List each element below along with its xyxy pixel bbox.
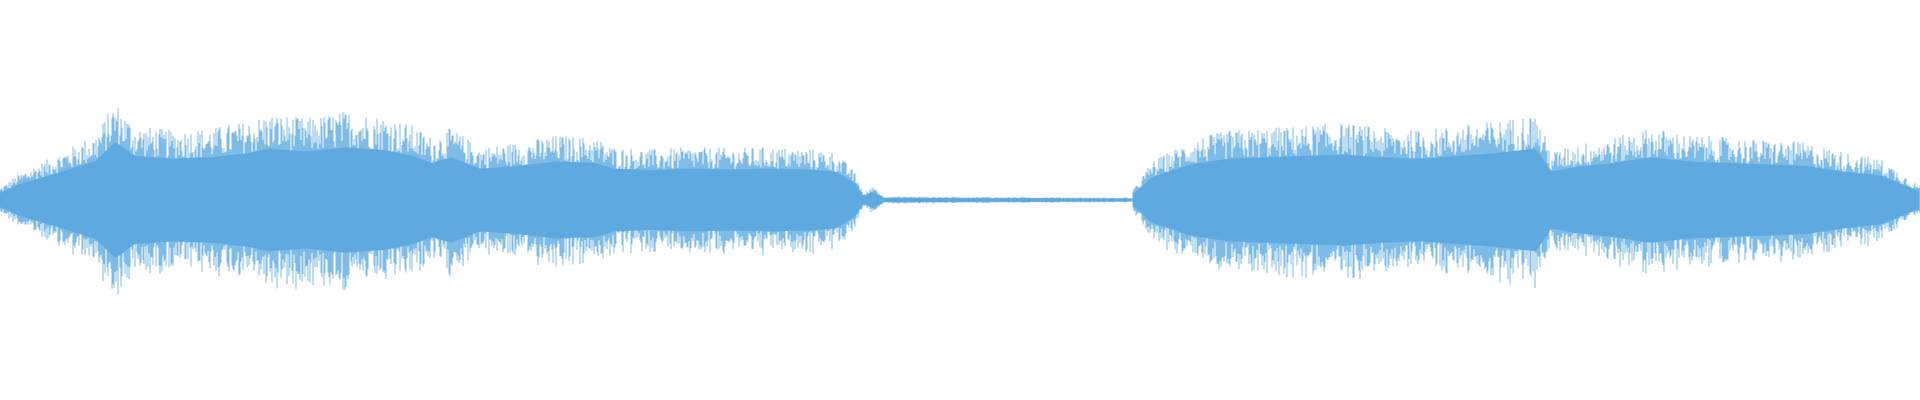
waveform-layer bbox=[0, 108, 1920, 295]
first-audio-region bbox=[0, 108, 865, 295]
silence-region-body bbox=[864, 191, 1131, 209]
second-audio-region bbox=[1132, 117, 1920, 289]
second-audio-region-strokes bbox=[1132, 117, 1920, 289]
silence-region-strokes bbox=[863, 187, 1134, 213]
first-audio-region-strokes bbox=[0, 108, 865, 295]
silence-region bbox=[863, 187, 1134, 213]
